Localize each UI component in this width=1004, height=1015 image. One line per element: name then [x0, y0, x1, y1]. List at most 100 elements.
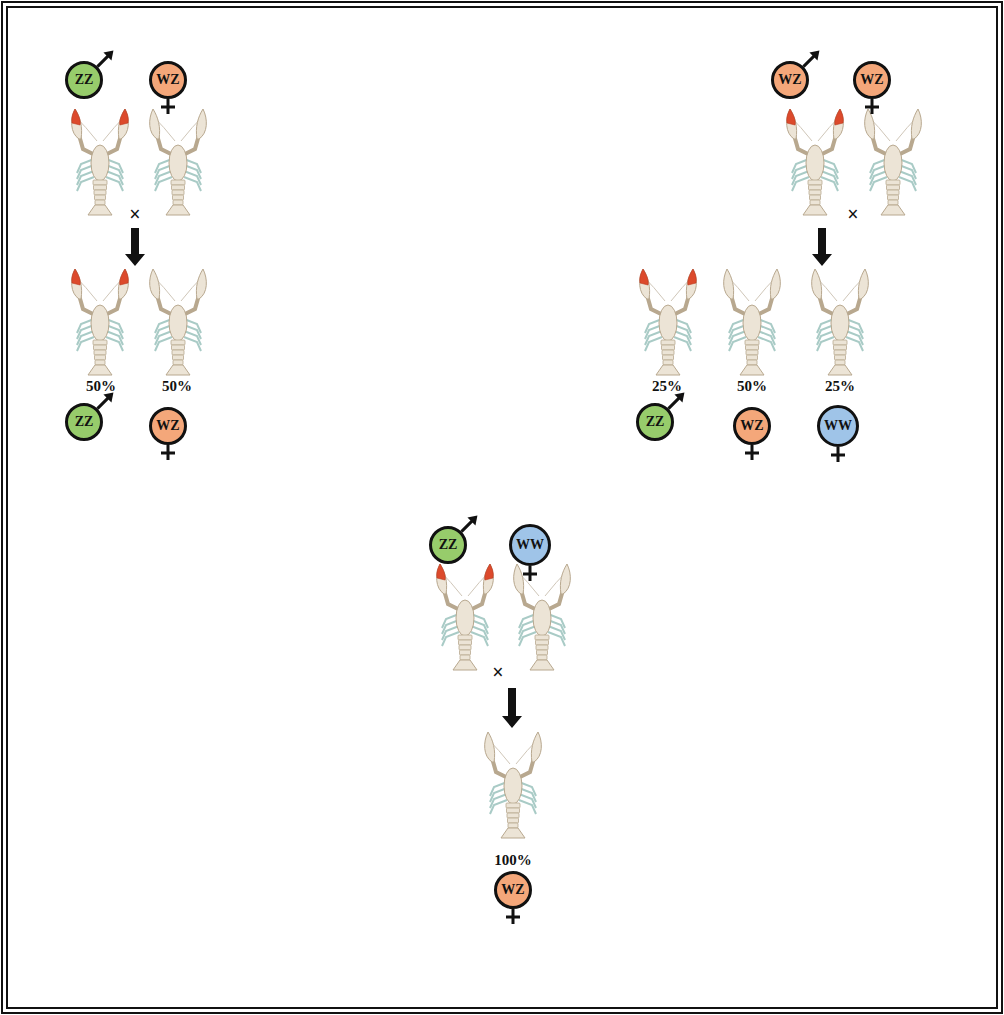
genotype-circle: ZZ — [429, 526, 467, 564]
walking-leg — [519, 800, 536, 814]
walking-leg — [758, 337, 775, 351]
percent-label: 25% — [652, 379, 682, 394]
abdomen-segment — [460, 650, 471, 655]
tail-fan — [166, 365, 190, 375]
carapace — [169, 305, 187, 341]
claw — [118, 269, 128, 299]
abdomen-segment — [95, 195, 106, 200]
genotype-label: WZ — [740, 419, 763, 433]
carapace — [806, 145, 824, 181]
abdomen-segment — [536, 645, 548, 650]
abdomen-segment — [747, 355, 758, 360]
female-symbol — [745, 445, 759, 460]
tail-fan — [828, 365, 852, 375]
genotype-label: ZZ — [75, 415, 94, 429]
female-symbol — [831, 447, 845, 462]
walking-leg — [442, 632, 459, 646]
abdomen-segment — [809, 190, 821, 195]
red-claw-tip — [787, 109, 796, 125]
crayfish-figure — [514, 564, 571, 670]
abdomen-segment — [93, 340, 107, 345]
abdomen-segment — [888, 200, 898, 205]
red-claw-tip — [485, 564, 494, 580]
abdomen-segment — [746, 345, 759, 350]
abdomen-segment — [171, 340, 185, 345]
carapace — [533, 600, 551, 636]
tail-fan — [881, 205, 905, 215]
red-claw-tip — [72, 269, 81, 285]
carapace — [743, 305, 761, 341]
abdomen-segment — [94, 190, 106, 195]
walking-leg — [870, 177, 887, 191]
abdomen-segment — [809, 185, 822, 190]
down-arrow — [125, 228, 145, 266]
crayfish-figure — [485, 732, 542, 838]
claw — [686, 269, 696, 299]
walking-leg — [846, 337, 863, 351]
walking-leg — [77, 177, 94, 191]
tail-fan — [740, 365, 764, 375]
claw — [911, 109, 921, 139]
abdomen-segment — [746, 350, 758, 355]
walking-leg — [548, 632, 565, 646]
genotype-label: ZZ — [439, 538, 458, 552]
claw — [833, 109, 843, 139]
claw — [858, 269, 868, 299]
abdomen-segment — [662, 345, 675, 350]
abdomen-segment — [172, 345, 185, 350]
walking-leg — [106, 177, 123, 191]
red-claw-tip — [688, 269, 697, 285]
red-claw-tip — [120, 269, 129, 285]
male-symbol-head — [467, 516, 477, 526]
abdomen-segment — [507, 813, 519, 818]
claw — [787, 109, 797, 139]
genotype-circle: ZZ — [65, 403, 103, 441]
abdomen-segment — [173, 195, 184, 200]
crayfish-figure — [812, 269, 869, 375]
cross-sign: × — [129, 204, 140, 224]
genotype-circle: ZZ — [65, 61, 103, 99]
crayfish-figure — [724, 269, 781, 375]
carapace — [456, 600, 474, 636]
percent-label: 100% — [494, 853, 532, 868]
male-symbol-head — [674, 393, 684, 403]
walking-leg — [519, 632, 536, 646]
carapace — [169, 145, 187, 181]
abdomen-segment — [508, 818, 519, 823]
claw — [72, 269, 82, 299]
tail-fan — [501, 828, 525, 838]
female-symbol — [506, 909, 520, 924]
walking-leg — [155, 337, 172, 351]
abdomen-segment — [537, 655, 547, 660]
abdomen-segment — [810, 195, 821, 200]
genotype-circle: ZZ — [636, 403, 674, 441]
tail-fan — [453, 660, 477, 670]
abdomen-segment — [95, 360, 105, 365]
abdomen-segment — [661, 340, 675, 345]
abdomen-segment — [835, 355, 846, 360]
crayfish-figure — [787, 109, 844, 215]
genotype-circle: WZ — [853, 61, 891, 99]
abdomen-segment — [887, 190, 899, 195]
crayfish-figure — [150, 269, 207, 375]
claw — [560, 564, 570, 594]
cross-sign: × — [847, 204, 858, 224]
abdomen-segment — [95, 355, 106, 360]
red-claw-tip — [835, 109, 844, 125]
claw — [724, 269, 734, 299]
abdomen-segment — [808, 180, 822, 185]
abdomen-segment — [173, 200, 183, 205]
claw — [514, 564, 524, 594]
walking-leg — [674, 337, 691, 351]
abdomen-segment — [747, 360, 757, 365]
abdomen-segment — [810, 200, 820, 205]
claw — [812, 269, 822, 299]
abdomen-segment — [173, 355, 184, 360]
female-symbol — [161, 99, 175, 114]
abdomen-segment — [536, 640, 549, 645]
genotype-circle: WW — [817, 405, 859, 447]
crayfish-figure — [72, 109, 129, 215]
male-symbol-head — [103, 51, 113, 61]
walking-leg — [184, 177, 201, 191]
